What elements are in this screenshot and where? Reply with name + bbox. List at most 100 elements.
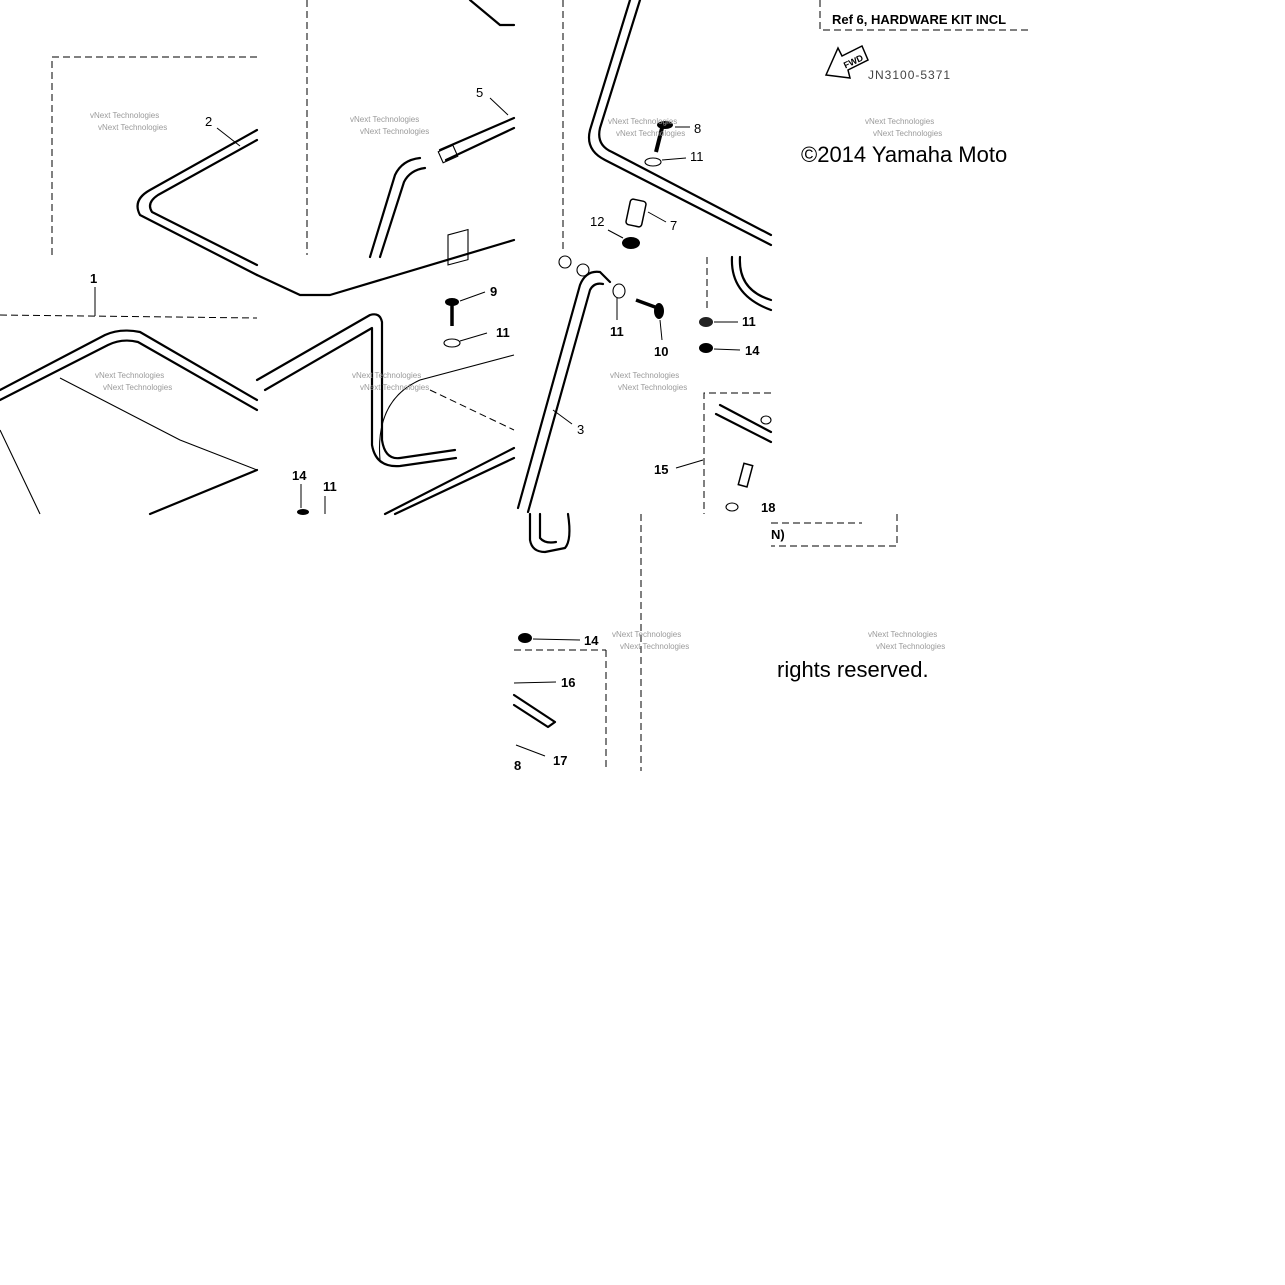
watermark-text: vNext Technologies	[868, 630, 937, 639]
dashed-boundary-kit	[819, 0, 1028, 31]
hardware-kit-note: Ref 6, HARDWARE KIT INCL	[832, 12, 1006, 27]
tile-header: Ref 6, HARDWARE KIT INCL FWD JN3100-5371…	[801, 0, 1028, 167]
mount-bracket	[447, 228, 469, 266]
roof-frame-outer	[136, 128, 259, 277]
nut-12-icon	[622, 237, 640, 249]
roof-panel-edge	[148, 468, 259, 516]
callout-12: 12	[590, 214, 604, 229]
leader-14	[713, 348, 741, 351]
callout-1: 1	[90, 271, 97, 286]
callout-7: 7	[670, 218, 677, 233]
leader-2	[216, 127, 241, 147]
callout-9: 9	[490, 284, 497, 299]
callout-14: 14	[292, 468, 307, 483]
tile-inset-tail: N)	[771, 514, 898, 547]
watermark-text: vNext Technologies	[620, 642, 689, 651]
support-bar-5	[438, 116, 516, 162]
bar-end-cap	[437, 144, 459, 164]
callout-2: 2	[205, 114, 212, 129]
callout-14: 14	[745, 343, 760, 358]
watermark-text: vNext Technologies	[350, 115, 419, 124]
washer-11-icon	[699, 317, 713, 327]
callout-14: 14	[584, 633, 599, 648]
leader-16	[513, 681, 557, 684]
watermark-text: vNext Technologies	[360, 127, 429, 136]
fwd-arrow-icon: FWD	[824, 44, 869, 79]
roof-frame-inner	[148, 138, 259, 267]
callout-5: 5	[476, 85, 483, 100]
washer-11-icon	[644, 157, 662, 167]
inset-rail	[714, 403, 773, 444]
lower-frame-loop	[528, 512, 571, 554]
copyright-line-1: ©2014 Yamaha Moto	[801, 142, 1007, 167]
nut-14-icon	[518, 633, 532, 643]
watermark-text: vNext Technologies	[360, 383, 429, 392]
roof-frame-bottom	[255, 238, 516, 297]
washer-11-icon	[612, 283, 626, 299]
stud-18-icon	[737, 462, 754, 488]
tile-rear-frame: 8 11 7 12 vNext Technologies vNext Techn…	[562, 0, 773, 250]
leader-7	[647, 211, 667, 223]
tile-strut: 11 10 3 11 14 15 18 vNext Technologies v…	[516, 255, 775, 515]
dashed-bracket-line	[429, 389, 515, 431]
leader-15	[675, 459, 704, 469]
leader-3	[552, 409, 573, 425]
nut-14-icon	[297, 509, 309, 515]
tile-copyright-tail: rights reserved. vNext Technologies vNex…	[777, 630, 945, 682]
curved-strut	[368, 156, 427, 259]
lower-frame-bar	[383, 446, 516, 516]
watermark-text: vNext Technologies	[616, 129, 685, 138]
roof-panel-outer	[0, 329, 259, 402]
callout-18: 18	[761, 500, 775, 515]
watermark-text: vNext Technologies	[618, 383, 687, 392]
dashed-boundary-roof	[51, 56, 257, 255]
washer-icon	[725, 502, 739, 512]
watermark-text: vNext Technologies	[103, 383, 172, 392]
tile-roof-panel: 1 vNext Technologies vNext Technologies	[0, 271, 259, 516]
callout-11: 11	[496, 325, 510, 340]
frame-cross-bar	[255, 313, 458, 468]
bolt-8-icon	[654, 121, 673, 153]
roof-panel-surface	[0, 377, 258, 515]
nut-14-icon	[699, 343, 713, 353]
dashed-inset-box	[703, 392, 771, 514]
callout-17: 17	[553, 753, 567, 768]
washer-icon	[760, 415, 772, 425]
watermark-text: vNext Technologies	[865, 117, 934, 126]
callout-16: 16	[561, 675, 575, 690]
watermark-text: vNext Technologies	[608, 117, 677, 126]
side-rail	[378, 354, 515, 461]
leader-11	[661, 157, 687, 161]
strut-upper-right	[730, 255, 773, 312]
rear-frame-inner	[598, 0, 773, 237]
callout-8: 8	[694, 121, 701, 136]
watermark-text: vNext Technologies	[612, 630, 681, 639]
dashed-inset-box	[771, 514, 898, 547]
watermark-text: vNext Technologies	[95, 371, 164, 380]
watermark-text: vNext Technologies	[90, 111, 159, 120]
watermark-text: vNext Technologies	[352, 371, 421, 380]
watermark-text: vNext Technologies	[98, 123, 167, 132]
diagram-code: JN3100-5371	[868, 68, 951, 82]
callout-11: 11	[323, 479, 337, 494]
watermark-text: vNext Technologies	[610, 371, 679, 380]
leader-10	[659, 319, 663, 341]
callout-15: 15	[654, 462, 668, 477]
watermark-text: vNext Technologies	[873, 129, 942, 138]
dashed-horizontal-line	[0, 314, 258, 319]
lower-rail	[512, 693, 557, 729]
leader-12	[607, 229, 624, 239]
bolt-10-icon	[635, 298, 664, 319]
roof-frame-top	[468, 0, 516, 27]
watermark-text: vNext Technologies	[876, 642, 945, 651]
callout-18: 8	[514, 758, 521, 773]
inset-label: N)	[771, 527, 785, 542]
callout-11: 11	[690, 149, 704, 164]
leader-17	[515, 744, 546, 757]
leader-11	[459, 332, 488, 342]
leader-9	[459, 291, 486, 302]
callout-11: 11	[742, 314, 756, 329]
tile-roof-corner: 2 vNext Technologies vNext Technologies	[51, 56, 259, 277]
washer-11-icon	[443, 338, 461, 348]
spacer-7-icon	[625, 198, 647, 228]
